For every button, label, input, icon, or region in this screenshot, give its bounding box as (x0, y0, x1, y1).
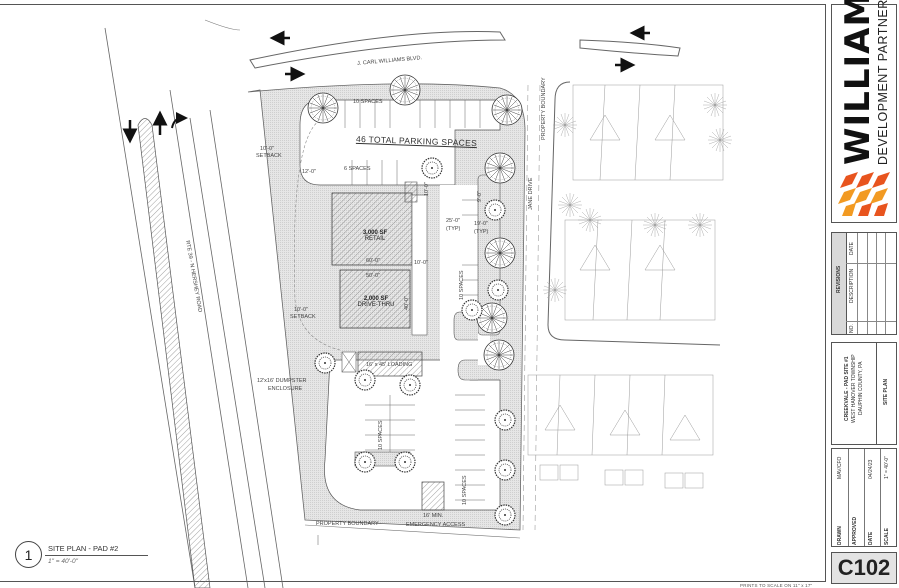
side-gap-dim: 10'-0" (414, 260, 429, 266)
property-boundary-south: PROPERTY BOUNDARY (316, 521, 379, 527)
drive-thru-building (339, 269, 411, 329)
retail-building (331, 192, 413, 266)
drive-thru-building-label: 2,000 SF DRIVE-THRU (356, 296, 396, 308)
project-county: DAUPHIN COUNTY, PA (858, 361, 864, 415)
side-gap-top-dim: 10'-0" (424, 181, 430, 196)
title-block: WILLIAMS DEVELOPMENT PARTNERS REVISIONS … (831, 0, 897, 584)
project-township: WEST HANOVER TOWNSHIP (851, 354, 857, 423)
townhouses (527, 84, 724, 489)
setback-bottom-label: SETBACK (290, 314, 316, 320)
drive-width-dim: 50'-0" (366, 273, 381, 279)
stall-depth-typ: (TYP) (474, 229, 489, 235)
retail-use: RETAIL (364, 236, 386, 242)
sheet-title: SITE PLAN (883, 378, 889, 405)
parking-label-6: 6 SPACES (344, 166, 371, 172)
prints-to-scale-note: PRINTS TO SCALE ON 11" x 17" (740, 583, 813, 588)
dumpster-callout-2: ENCLOSURE (268, 386, 303, 392)
revisions-col-description: DESCRIPTION (849, 268, 855, 303)
company-logo-panel: WILLIAMS DEVELOPMENT PARTNERS (831, 0, 897, 223)
walk-width-dim: 12'-0" (302, 169, 317, 175)
scale-label: SCALE (884, 528, 890, 545)
parking-label-north: 10 SPACES (353, 99, 383, 105)
detail-number: 1 (15, 541, 42, 568)
drive-depth-dim: 40'-0" (404, 295, 410, 310)
project-name: CREEKVALE - PAD SITE #1 (844, 356, 850, 421)
revisions-title: REVISIONS (836, 265, 842, 293)
retail-area: 3,000 SF (362, 230, 388, 236)
plan-title-rule (45, 555, 148, 556)
loading-area (357, 351, 423, 377)
revisions-table: REVISIONS NO. DESCRIPTION DATE (831, 232, 897, 335)
sheet-border (0, 4, 826, 582)
company-subtitle: DEVELOPMENT PARTNERS (876, 0, 890, 165)
drawing-info-panel: DRAWN MAV/CFO APPROVED DATE 04/24/23 SCA… (831, 448, 897, 547)
drive-thru-area: 2,000 SF (363, 296, 389, 302)
median (137, 118, 211, 588)
plan-title: SITE PLAN - PAD #2 (48, 544, 119, 553)
date-label: DATE (868, 531, 874, 545)
emergency-min-dim: 16' MIN. (423, 513, 444, 519)
scale-value: 1" = 40'-0" (884, 456, 890, 479)
setback-bottom-dim: 10'-0" (294, 307, 309, 313)
drawn-value: MAV/CFO (837, 456, 843, 479)
revisions-col-date: DATE (849, 242, 855, 255)
stall-depth-dim: 19'-0" (474, 221, 489, 227)
street-label-east: JANE DRIVE (528, 177, 534, 210)
plan-scale: 1" = 40'-0" (48, 558, 78, 565)
property-boundary-east: PROPERTY BOUNDARY (541, 77, 547, 140)
parking-label-southeast: 10 SPACES (462, 475, 468, 505)
company-name: WILLIAMS (838, 0, 878, 165)
retail-width-dim: 60'-0" (366, 258, 381, 264)
revisions-header: REVISIONS (832, 233, 847, 334)
revisions-col-no: NO. (849, 324, 855, 333)
drive-thru-use: DRIVE-THRU (357, 302, 395, 308)
parking-label-east: 10 SPACES (459, 270, 465, 300)
dumpster-callout: 12'x16' DUMPSTER (257, 378, 307, 384)
project-info-panel: CREEKVALE - PAD SITE #1 WEST HANOVER TOW… (831, 342, 897, 445)
aisle-dim: 25'-0" (446, 218, 461, 224)
logo-chevron-icon (838, 172, 890, 216)
emergency-access-label: EMERGENCY ACCESS (406, 522, 466, 528)
date-value: 04/24/23 (868, 459, 874, 479)
stall-width-dim: 9'-0" (477, 191, 483, 202)
loading-callout: 16' x 45' LOADING (366, 362, 413, 368)
drawn-label: DRAWN (837, 526, 843, 545)
setback-top-label: SETBACK (256, 153, 282, 159)
parking-label-south: 10 SPACES (378, 420, 384, 450)
setback-top-dim: 10'-0" (260, 146, 275, 152)
site-plan-drawing (104, 19, 733, 588)
sheet-number: C102 (831, 552, 897, 584)
retail-building-label: 3,000 SF RETAIL (355, 230, 395, 242)
approved-label: APPROVED (852, 516, 858, 545)
route-39-road (104, 27, 284, 588)
aisle-typ: (TYP) (446, 226, 461, 232)
